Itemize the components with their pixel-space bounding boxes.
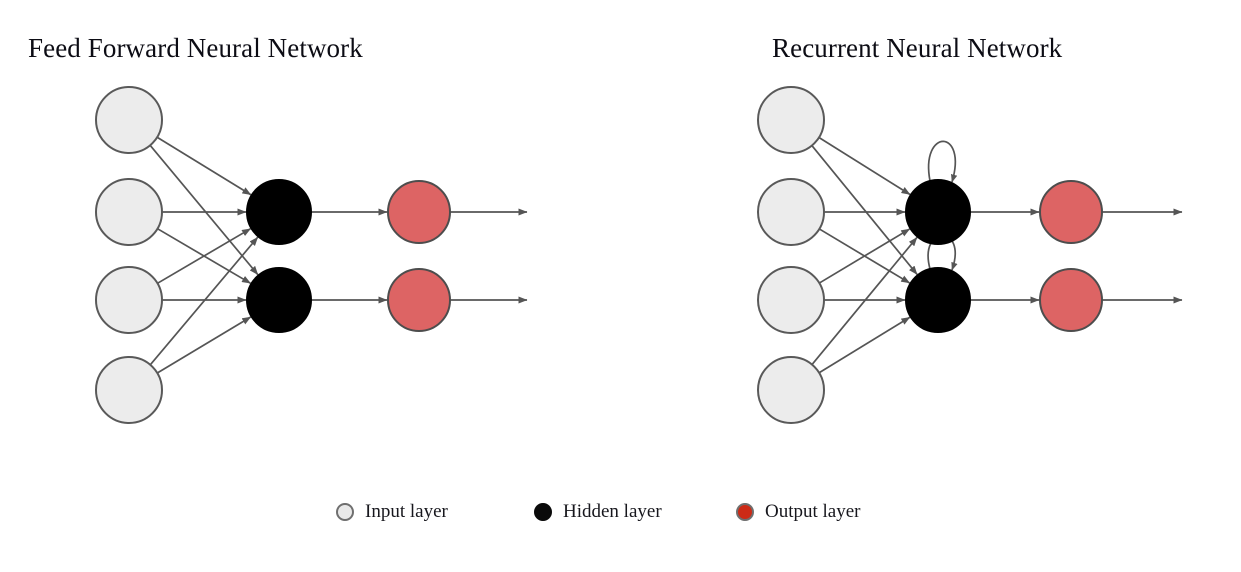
nodes-layer [95,86,1103,424]
hidden-layer-swatch-icon [534,503,552,521]
edges-layer [149,136,1183,374]
edge-input4-hidden1 [811,236,918,366]
edge-input1-hidden2 [149,144,259,276]
input-node-3 [757,266,825,334]
input-node-2 [95,178,163,246]
edge-input4-hidden2 [156,316,252,374]
legend-item-input: Input layer [336,498,448,526]
edge-input1-hidden2 [811,145,918,275]
input-node-1 [757,86,825,154]
input-layer-swatch-icon [336,503,354,521]
output-node-2 [1039,268,1103,332]
hidden-node-2 [905,267,971,333]
input-node-1 [95,86,163,154]
input-node-2 [757,178,825,246]
legend-label-output: Output layer [765,501,861,522]
hidden-node-2 [246,267,312,333]
output-layer-swatch-icon [736,503,754,521]
edge-input4-hidden1 [149,236,259,366]
edge-input3-hidden1 [157,227,251,285]
input-node-4 [95,356,163,424]
legend-label-hidden: Hidden layer [563,501,662,522]
edge-input1-hidden1 [818,136,911,196]
feed-forward-title: Feed Forward Neural Network [28,33,363,63]
output-node-1 [387,180,451,244]
recurrent-title: Recurrent Neural Network [772,33,1063,63]
legend-item-output: Output layer [736,498,861,526]
input-node-4 [757,356,825,424]
hidden-node-1 [246,179,312,245]
edge-input1-hidden1 [156,136,252,196]
legend-item-hidden: Hidden layer [534,498,662,526]
edge-input3-hidden1 [818,228,911,284]
input-node-3 [95,266,163,334]
self-loop-hidden1 [927,140,958,183]
legend: Input layer Hidden layer Output layer [0,498,1241,532]
output-node-1 [1039,180,1103,244]
output-node-2 [387,268,451,332]
edge-input4-hidden2 [818,316,911,374]
legend-label-input: Input layer [365,501,448,522]
hidden-node-1 [905,179,971,245]
